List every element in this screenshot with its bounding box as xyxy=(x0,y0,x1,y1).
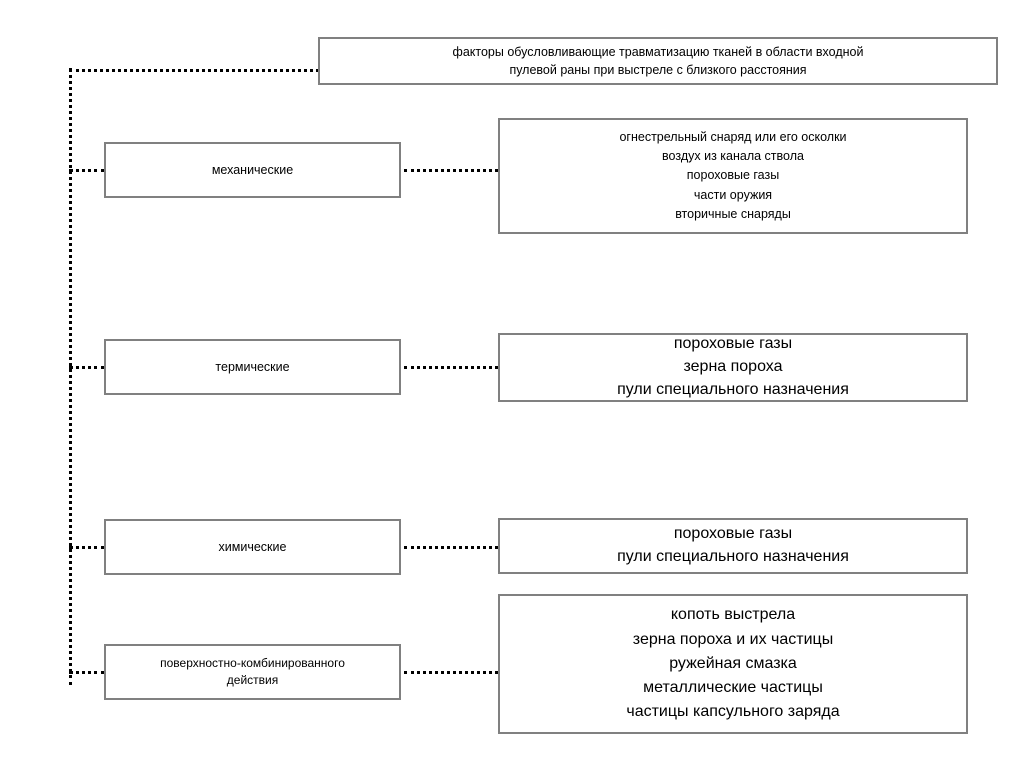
factor-item: воздух из канала ствола xyxy=(662,148,804,163)
factor-item: огнестрельный снаряд или его осколки xyxy=(619,129,847,144)
category-box-thermal: термические xyxy=(104,339,401,395)
connector-category-0-to-factors-0 xyxy=(404,169,498,172)
category-label-surface-combined-line-2: действия xyxy=(226,673,279,687)
factor-item: зерна пороха и их частицы xyxy=(632,630,834,648)
factor-item: копоть выстрела xyxy=(670,606,796,624)
factors-box-surface-combined: копоть выстрела зерна пороха и их частиц… xyxy=(498,594,968,734)
category-box-surface-combined: поверхностно-комбинированного действия xyxy=(104,644,401,700)
category-label-chemical: химические xyxy=(218,539,287,554)
factor-item: вторичные снаряды xyxy=(675,207,791,222)
factors-box-mechanical: огнестрельный снаряд или его осколки воз… xyxy=(498,118,968,234)
factors-box-chemical: пороховые газы пули специального назначе… xyxy=(498,518,968,574)
category-box-chemical: химические xyxy=(104,519,401,575)
factor-item: зерна пороха xyxy=(683,358,783,376)
factor-item: пороховые газы xyxy=(673,335,793,353)
factor-item: части оружия xyxy=(693,187,773,202)
factors-box-thermal: пороховые газы зерна пороха пули специал… xyxy=(498,333,968,402)
connector-category-1-to-factors-1 xyxy=(404,366,498,369)
connector-trunk-to-title xyxy=(69,69,319,72)
diagram-title-line-2: пулевой раны при выстреле с близкого рас… xyxy=(509,63,807,77)
factor-item: частицы капсульного заряда xyxy=(626,703,840,721)
connector-trunk-to-category-3 xyxy=(69,671,105,674)
connector-category-3-to-factors-3 xyxy=(404,671,498,674)
diagram-title-line-1: факторы обусловливающие травматизацию тк… xyxy=(452,44,864,59)
connector-trunk-to-category-0 xyxy=(69,169,105,172)
connector-trunk-to-category-2 xyxy=(69,546,105,549)
diagram-title-box: факторы обусловливающие травматизацию тк… xyxy=(318,37,998,85)
factor-item: ружейная смазка xyxy=(669,654,797,672)
factor-item: пули специального назначения xyxy=(617,380,849,398)
connector-trunk-vertical xyxy=(69,68,72,685)
factor-item: пули специального назначения xyxy=(617,548,849,565)
factor-item: пороховые газы xyxy=(686,168,780,183)
category-label-surface-combined-line-1: поверхностно-комбинированного xyxy=(160,655,345,670)
category-box-mechanical: механические xyxy=(104,142,401,198)
category-label-thermal: термические xyxy=(215,359,290,374)
factor-item: пороховые газы xyxy=(673,525,793,543)
connector-trunk-to-category-1 xyxy=(69,366,105,369)
category-label-mechanical: механические xyxy=(211,162,294,177)
connector-category-2-to-factors-2 xyxy=(404,546,498,549)
factor-item: металлические частицы xyxy=(643,679,823,697)
